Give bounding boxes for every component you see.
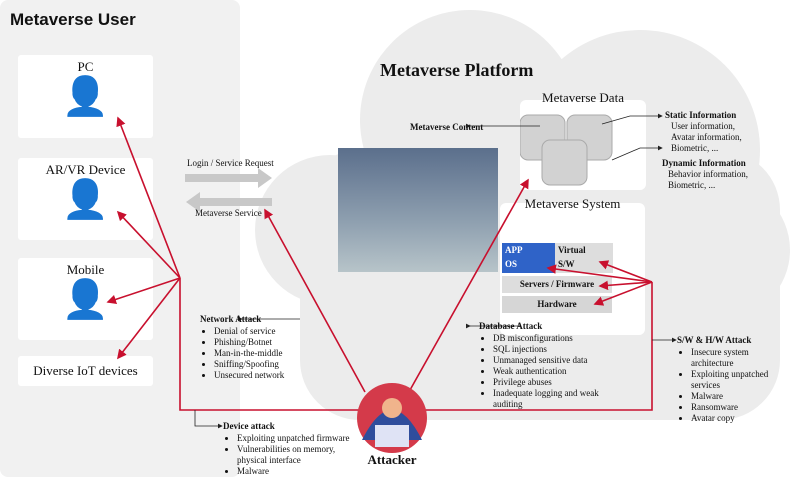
attack-item: Phishing/Botnet [214, 337, 284, 348]
platform-title: Metaverse Platform [380, 60, 534, 80]
attack-item: Unsecured network [214, 370, 284, 381]
vr-user-icon: 👤 [61, 179, 110, 221]
attack-item: Avatar copy [691, 413, 791, 424]
device-iot: Diverse IoT devices [18, 356, 153, 386]
attack-item: Unmanaged sensitive data [493, 355, 604, 366]
info-line: Behavior information, [668, 169, 748, 179]
attack-item: Denial of service [214, 326, 284, 337]
request-label: Login / Service Request [187, 158, 274, 168]
swhw-attack: S/W & H/W Attack Insecure system archite… [677, 335, 791, 424]
request-arrow [185, 168, 272, 188]
attack-item: SQL injections [493, 344, 604, 355]
info-line: Biometric, ... [668, 180, 716, 190]
info-line: User information, [671, 121, 735, 131]
attack-item: Insecure system architecture [691, 347, 791, 369]
attack-title: Database Attack [479, 321, 543, 331]
attack-item: Inadequate logging and weak auditing [493, 388, 604, 410]
device-label: PC [77, 59, 94, 74]
mobile-user-icon: 👤 [61, 279, 110, 321]
os-label: OS [505, 259, 518, 269]
device-attack: Device attack Exploiting unpatched firmw… [223, 421, 363, 477]
attack-item: Privilege abuses [493, 377, 604, 388]
attack-title: Device attack [223, 421, 275, 431]
service-arrow [186, 192, 272, 212]
attack-item: Sniffing/Spoofing [214, 359, 284, 370]
attack-item: Malware [237, 466, 363, 477]
network-attack: Network Attack Denial of servicePhishing… [200, 314, 284, 381]
attack-item: DB misconfigurations [493, 333, 604, 344]
hardware-layer: Hardware [502, 296, 612, 313]
service-label: Metaverse Service [195, 208, 262, 218]
virtual-label: Virtual [558, 245, 586, 255]
info-line: Biometric, ... [671, 143, 719, 153]
pc-user-icon: 👤 [61, 76, 110, 118]
attack-item: Malware [691, 391, 791, 402]
system-title: Metaverse System [524, 196, 621, 211]
app-os-block: APP OS [502, 243, 555, 273]
attack-title: S/W & H/W Attack [677, 335, 752, 345]
attacker-label: Attacker [367, 452, 417, 467]
attack-item: Exploiting unpatched services [691, 369, 791, 391]
attack-title: Network Attack [200, 314, 262, 324]
device-label: Mobile [66, 262, 105, 277]
sw-label: S/W [558, 259, 575, 269]
database-attack: Database Attack DB misconfigurationsSQL … [479, 321, 604, 410]
device-pc: PC 👤 [18, 55, 153, 138]
metaverse-scene-image [338, 148, 498, 272]
attack-item: Exploiting unpatched firmware [237, 433, 363, 444]
attack-item: Vulnerabilities on memory, physical inte… [237, 444, 363, 466]
user-title: Metaverse User [10, 10, 136, 29]
device-mobile: Mobile 👤 [18, 258, 153, 340]
attack-item: Man-in-the-middle [214, 348, 284, 359]
metaverse-content-label: Metaverse Content [410, 122, 484, 132]
servers-firmware-layer: Servers / Firmware [502, 276, 612, 293]
app-label: APP [505, 245, 523, 255]
dynamic-title: Dynamic Information [662, 158, 746, 168]
static-title: Static Information [665, 110, 737, 120]
data-title: Metaverse Data [542, 90, 624, 105]
attack-item: Ransomware [691, 402, 791, 413]
device-label: AR/VR Device [45, 162, 126, 177]
device-label: Diverse IoT devices [33, 363, 138, 378]
info-line: Avatar information, [671, 132, 742, 142]
attack-item: Weak authentication [493, 366, 604, 377]
